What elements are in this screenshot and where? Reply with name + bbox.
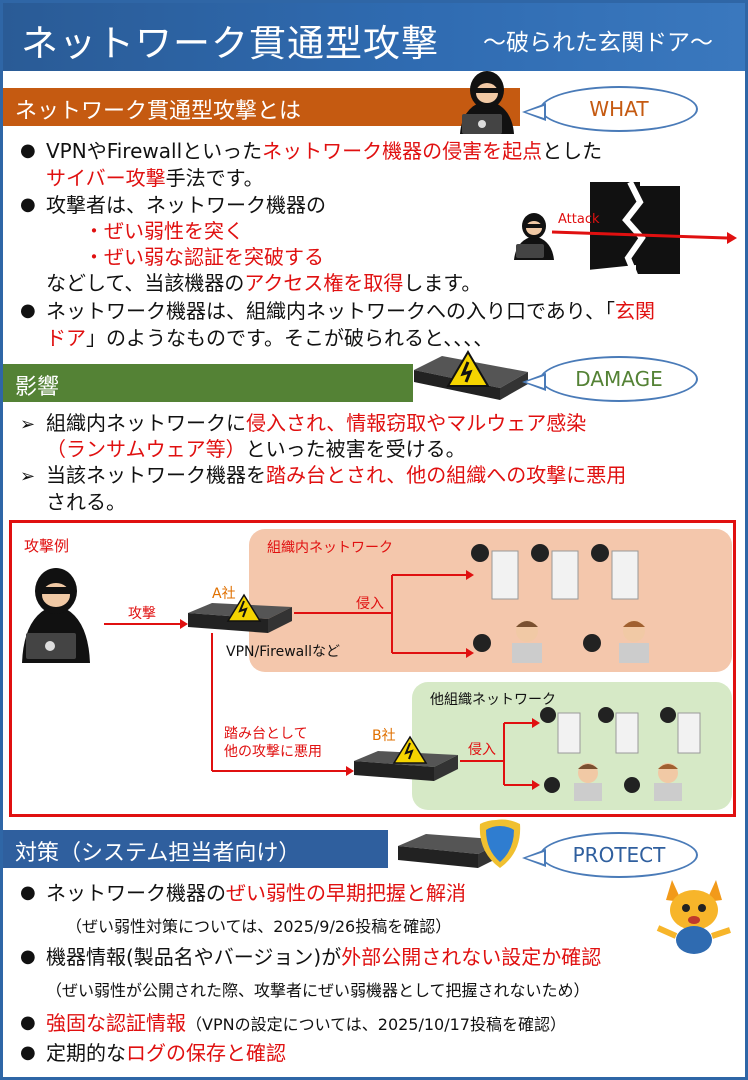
bullet-dot: ● [20, 300, 36, 321]
other-network-label: 他組織ネットワーク [430, 692, 556, 708]
bullet-dot: ● [20, 1042, 36, 1063]
bubble-protect: PROTECT [540, 832, 698, 878]
bullet-dot: ● [20, 194, 36, 215]
s2-bullet2-line1: 当該ネットワーク機器を踏み台とされ、他の組織への攻撃に悪用 [46, 463, 627, 487]
s2-bullet1-line1: 組織内ネットワークに侵入され、情報窃取やマルウェア感染 [46, 411, 587, 435]
bullet-dot: ● [20, 1012, 36, 1033]
intrude-label-2: 侵入 [468, 742, 496, 758]
bubble-damage: DAMAGE [540, 356, 698, 402]
server-icon [591, 544, 639, 600]
s3-bullet2: 機器情報(製品名やバージョン)が外部公開されない設定か確認 [46, 945, 602, 969]
hacker-icon [460, 71, 514, 134]
diagram-title: 攻撃例 [24, 537, 70, 555]
s1-bullet1-line1: VPNやFirewallといったネットワーク機器の侵害を起点とした [46, 139, 603, 163]
worried-user-icon [624, 763, 682, 801]
section-heading-damage: 影響 [3, 364, 413, 402]
s1-bullet3-line2: ドア」のようなものです。そこが破られると、、、、 [46, 326, 494, 350]
intrude-label-1: 侵入 [356, 596, 384, 612]
org-network-label: 組織内ネットワーク [267, 540, 393, 556]
bubble-damage-tail [522, 373, 546, 391]
s2-bullet2-line2: される。 [46, 490, 126, 514]
router-shield-icon [398, 819, 521, 868]
section-heading-what: ネットワーク貫通型攻撃とは [3, 88, 520, 126]
bubble-protect-tail [522, 849, 546, 867]
bullet-dot: ● [20, 140, 36, 161]
s2-bullet1-line2: （ランサムウェア等）といった被害を受ける。 [46, 437, 466, 461]
page-subtitle: ～破られた玄関ドア～ [483, 30, 713, 56]
bullet-dot: ● [20, 946, 36, 967]
server-icon [598, 707, 639, 754]
broken-door-illustration [514, 182, 737, 284]
diagram-graphics [22, 544, 701, 801]
s3-bullet2-note: （ぜい弱性が公開された際、攻撃者にぜい弱機器として把握されないため） [46, 981, 590, 1000]
server-icon [540, 707, 581, 754]
arrow-bullet: ➢ [20, 414, 36, 435]
worried-user-icon [473, 620, 542, 663]
s3-bullet1: ネットワーク機器のぜい弱性の早期把握と解消 [46, 881, 466, 905]
header-banner: ネットワーク貫通型攻撃 ～破られた玄関ドア～ [3, 3, 745, 71]
attack-label: Attack [558, 212, 600, 227]
company-a-label: A社 [212, 586, 236, 602]
hacker-small-icon [514, 213, 554, 260]
device-label: VPN/Firewallなど [226, 644, 341, 660]
router-warning-icon [414, 350, 528, 400]
page-title: ネットワーク貫通型攻撃 [21, 22, 439, 65]
s1-bullet2-sub1: ・ぜい弱性を突く [84, 219, 244, 243]
s3-bullet3: 強固な認証情報（VPNの設定については、2025/10/17投稿を確認） [46, 1011, 566, 1035]
s3-bullet1-note: （ぜい弱性対策については、2025/9/26投稿を確認） [66, 917, 452, 936]
mascot-icon [656, 880, 731, 954]
server-icon [660, 707, 701, 754]
org-network-zone [249, 529, 732, 672]
attack-arrow-label: 攻撃 [128, 606, 156, 622]
server-icon [531, 544, 579, 600]
bubble-what-tail [522, 103, 546, 121]
bubble-what: WHAT [540, 86, 698, 132]
stepping-label-1: 踏み台として [224, 726, 308, 742]
hacker-main-icon [22, 568, 90, 663]
s1-bullet3-line1: ネットワーク機器は、組織内ネットワークへの入り口であり、「玄関 [46, 299, 655, 323]
server-icon [471, 544, 519, 600]
attack-example-diagram: 攻撃例 組織内ネットワーク 他組織ネットワーク [9, 520, 736, 817]
s3-bullet4: 定期的なログの保存と確認 [46, 1041, 286, 1065]
arrow-bullet: ➢ [20, 466, 36, 487]
section-heading-protect: 対策（システム担当者向け） [3, 830, 388, 868]
worried-user-icon [583, 620, 649, 663]
s1-bullet2-sub2: ・ぜい弱な認証を突破する [84, 245, 324, 269]
s1-bullet2-line1: 攻撃者は、ネットワーク機器の [46, 193, 326, 217]
router-a-icon [188, 593, 292, 633]
company-b-label: B社 [372, 728, 396, 744]
s1-bullet2-line4: などして、当該機器のアクセス権を取得します。 [46, 271, 482, 295]
worried-user-icon [544, 763, 602, 801]
bullet-dot: ● [20, 882, 36, 903]
stepping-label-2: 他の攻撃に悪用 [224, 744, 322, 760]
router-b-icon [354, 735, 458, 781]
s1-bullet1-line2: サイバー攻撃手法です。 [46, 166, 264, 190]
